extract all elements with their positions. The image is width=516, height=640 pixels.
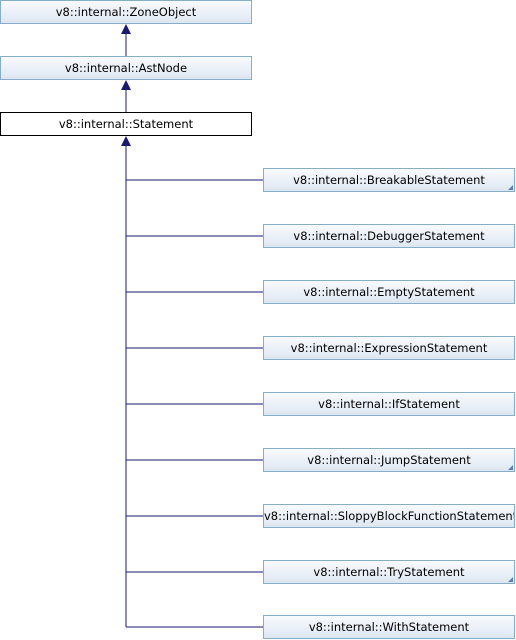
node-label: v8::internal::DebuggerStatement — [293, 229, 485, 243]
has-children-corner-icon — [508, 185, 513, 190]
node-label: v8::internal::EmptyStatement — [303, 285, 475, 299]
node-label: v8::internal::WithStatement — [308, 620, 470, 634]
has-children-corner-icon — [508, 465, 513, 470]
node-try-statement[interactable]: v8::internal::TryStatement — [263, 560, 515, 584]
child-connectors — [126, 179, 263, 628]
node-sloppy-block-function-statement[interactable]: v8::internal::SloppyBlockFunctionStateme… — [263, 504, 515, 528]
node-label: v8::internal::BreakableStatement — [293, 173, 485, 187]
node-statement-current: v8::internal::Statement — [0, 112, 252, 136]
node-ast-node[interactable]: v8::internal::AstNode — [0, 56, 252, 80]
node-label: v8::internal::TryStatement — [313, 565, 465, 579]
node-label: v8::internal::JumpStatement — [307, 453, 471, 467]
node-label: v8::internal::IfStatement — [318, 397, 460, 411]
node-breakable-statement[interactable]: v8::internal::BreakableStatement — [263, 168, 515, 192]
node-jump-statement[interactable]: v8::internal::JumpStatement — [263, 448, 515, 472]
has-children-corner-icon — [508, 577, 513, 582]
node-expression-statement[interactable]: v8::internal::ExpressionStatement — [263, 336, 515, 360]
node-empty-statement[interactable]: v8::internal::EmptyStatement — [263, 280, 515, 304]
node-debugger-statement[interactable]: v8::internal::DebuggerStatement — [263, 224, 515, 248]
node-if-statement[interactable]: v8::internal::IfStatement — [263, 392, 515, 416]
node-with-statement[interactable]: v8::internal::WithStatement — [263, 615, 515, 639]
node-zone-object[interactable]: v8::internal::ZoneObject — [0, 0, 252, 24]
node-label: v8::internal::ExpressionStatement — [290, 341, 488, 355]
node-label: v8::internal::SloppyBlockFunctionStateme… — [264, 509, 515, 523]
